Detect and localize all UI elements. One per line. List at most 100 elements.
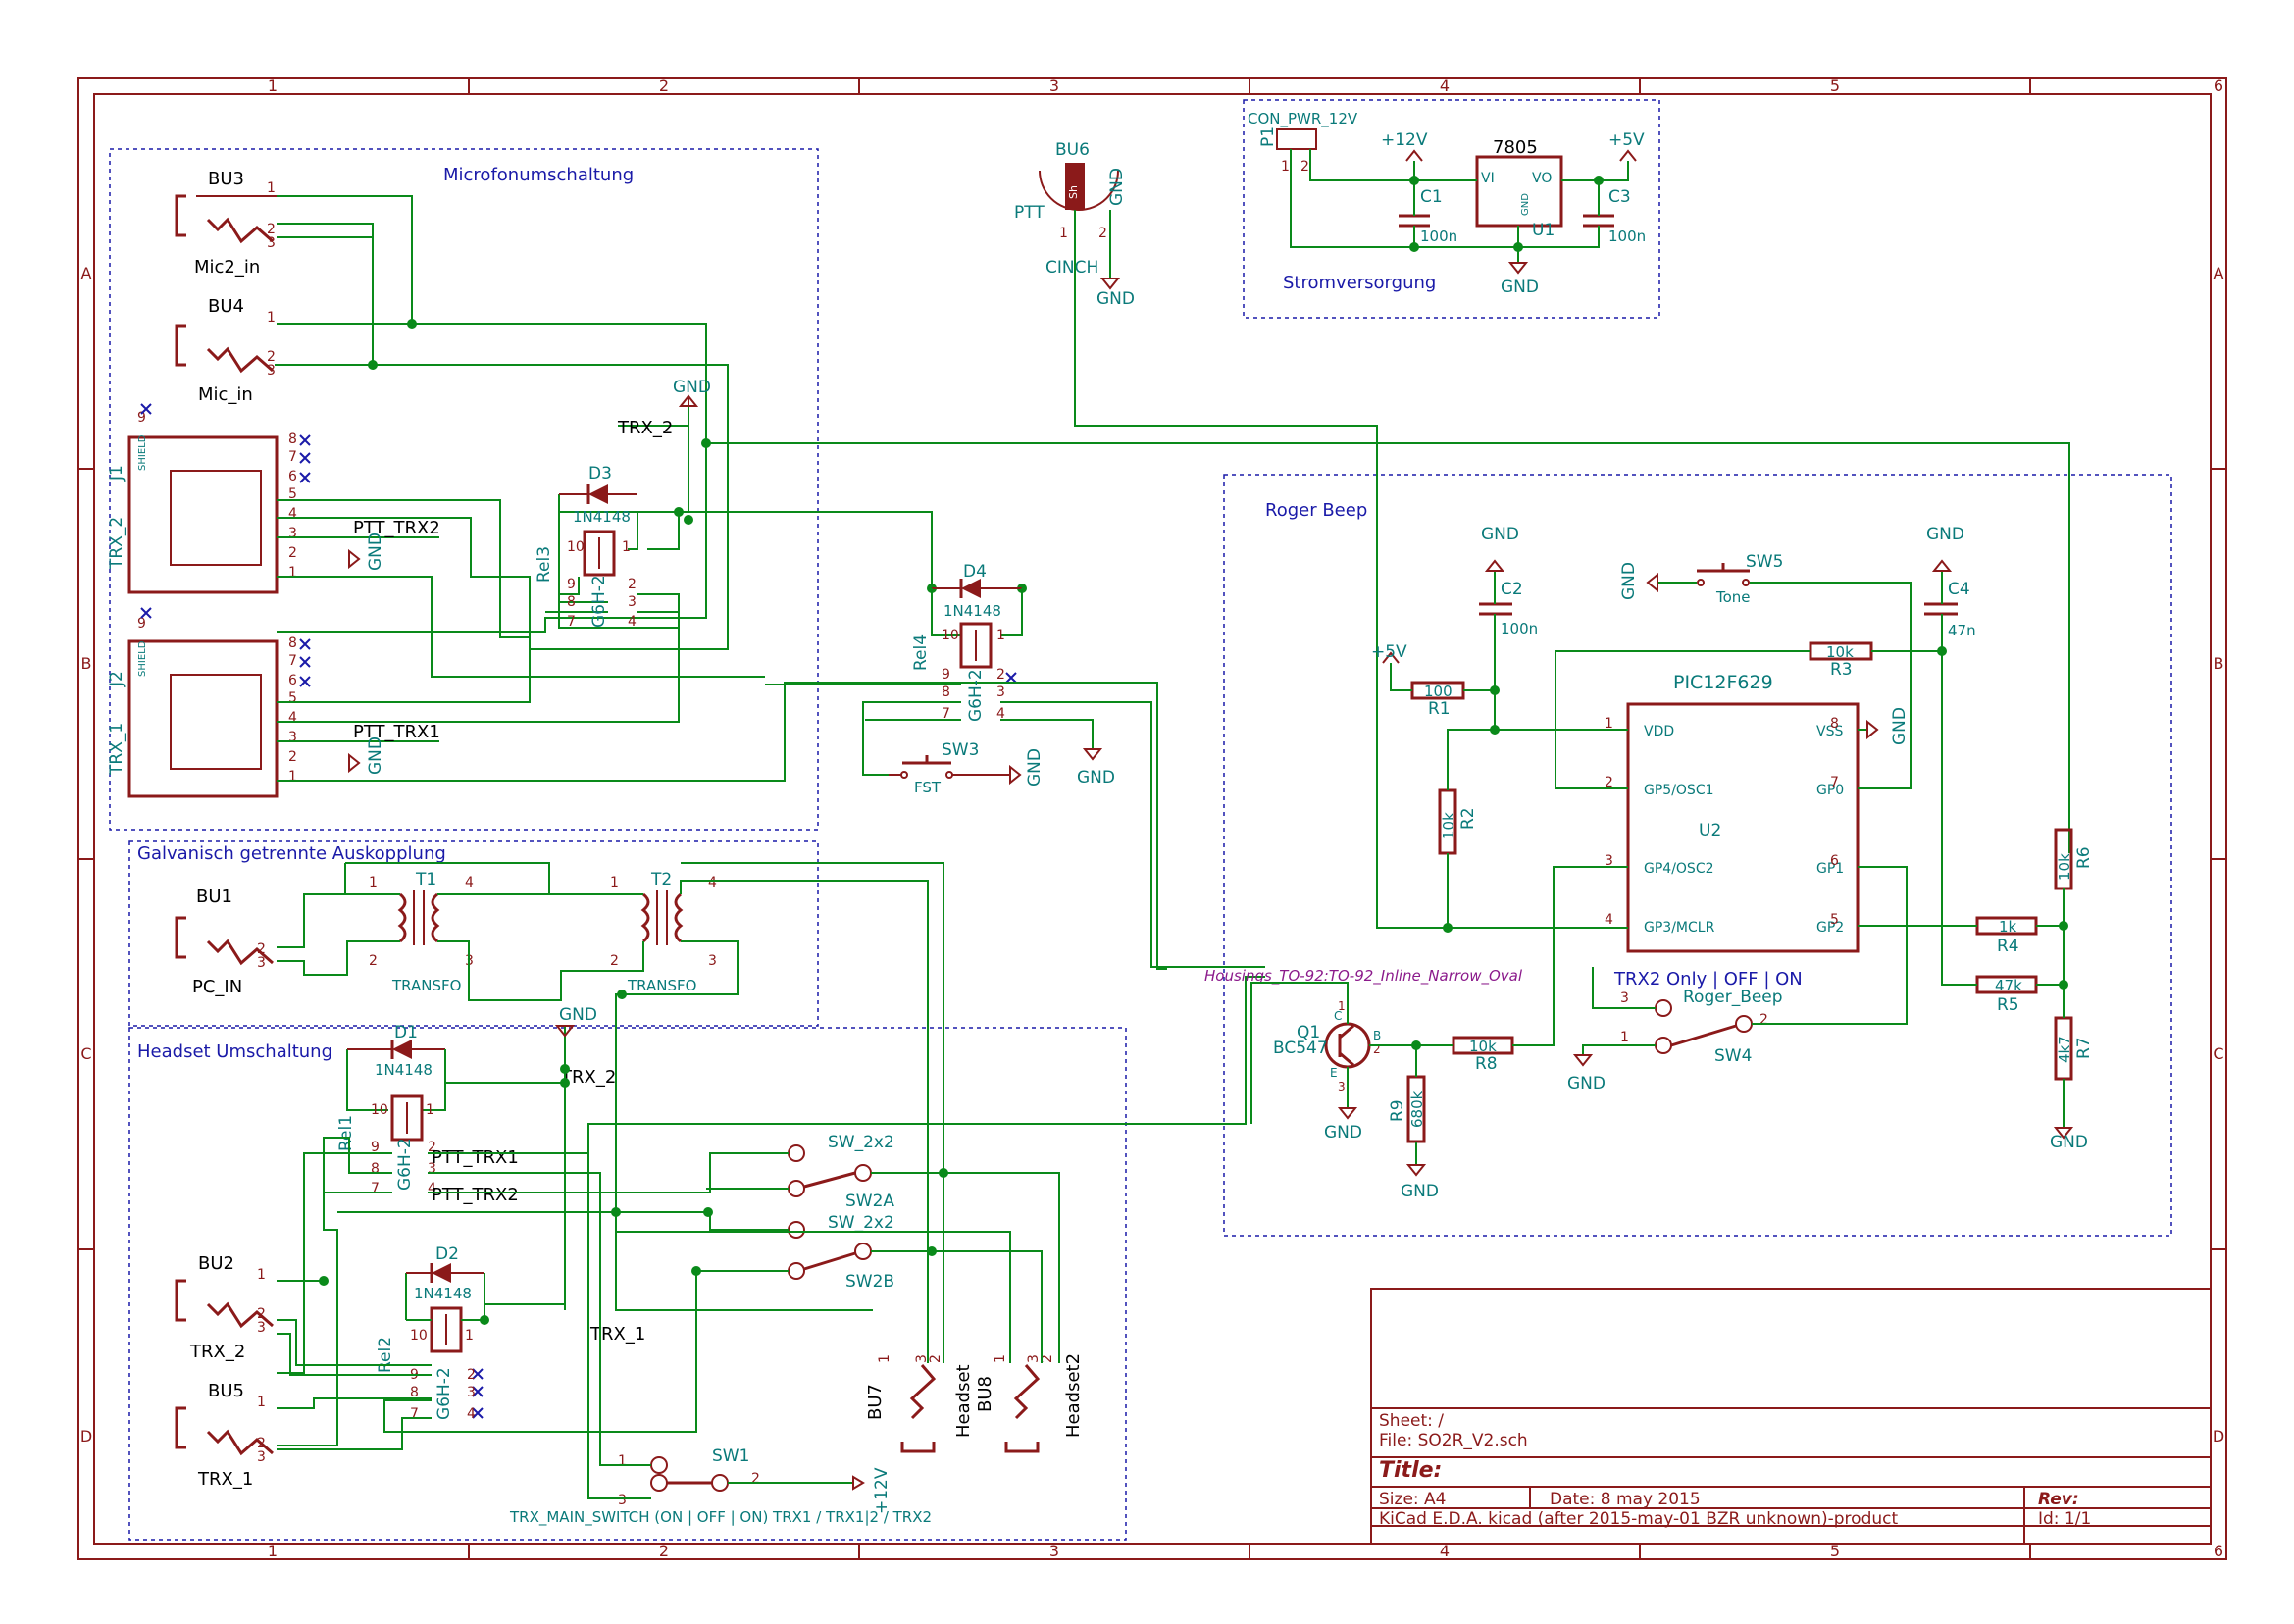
u1-value: 7805 bbox=[1493, 137, 1538, 158]
sw3-ref: SW3 bbox=[942, 740, 979, 760]
svg-text:2: 2 bbox=[288, 749, 297, 765]
r4-ref: R4 bbox=[1997, 937, 2019, 956]
svg-text:VO: VO bbox=[1532, 171, 1552, 186]
r3-ref: R3 bbox=[1830, 660, 1853, 680]
svg-text:3: 3 bbox=[1605, 853, 1613, 869]
section-box-roger bbox=[1223, 474, 2172, 1237]
connector-p1: CON_PWR_12V P1 1 2 bbox=[1248, 110, 1358, 175]
switch-sw4: 3 1 2 TRX2 Only | OFF | ON Roger_Beep SW… bbox=[1613, 969, 1803, 1066]
svg-text:10: 10 bbox=[567, 539, 585, 555]
svg-text:1: 1 bbox=[465, 1328, 474, 1344]
bu2-value: TRX_2 bbox=[189, 1342, 245, 1362]
resistor-r3: 10k R3 bbox=[1809, 641, 1873, 680]
svg-text:8: 8 bbox=[371, 1161, 380, 1177]
svg-text:GND: GND bbox=[366, 736, 385, 775]
resistor-r8: 10k R8 bbox=[1452, 1036, 1514, 1074]
svg-text:SHIELD: SHIELD bbox=[137, 434, 148, 471]
svg-text:2: 2 bbox=[257, 1436, 266, 1451]
svg-text:1: 1 bbox=[1605, 716, 1613, 732]
bu2-ref: BU2 bbox=[198, 1253, 234, 1274]
bu1-value: PC_IN bbox=[192, 977, 242, 997]
sw5-value: Tone bbox=[1715, 588, 1751, 606]
c2-value: 100n bbox=[1501, 620, 1538, 637]
svg-text:3: 3 bbox=[257, 1449, 266, 1465]
svg-text:10: 10 bbox=[371, 1102, 388, 1118]
svg-text:4: 4 bbox=[628, 614, 637, 630]
sw3-value: FST bbox=[914, 779, 942, 796]
svg-text:SHIELD: SHIELD bbox=[137, 640, 148, 677]
bu7-ref: BU7 bbox=[865, 1384, 886, 1420]
gnd-symbol-headset: GND bbox=[554, 1005, 597, 1038]
svg-text:2: 2 bbox=[996, 667, 1005, 683]
svg-text:2: 2 bbox=[610, 953, 619, 969]
col-label-3: 3 bbox=[1049, 76, 1059, 95]
net-label-trx1-headset: TRX_1 bbox=[589, 1324, 645, 1345]
section-title-roger: Roger Beep bbox=[1265, 500, 1367, 521]
resistor-r7: 4k7 R7 bbox=[2054, 1016, 2094, 1081]
u2-pin-gp2: GP2 bbox=[1816, 920, 1844, 936]
svg-text:GND: GND bbox=[1096, 289, 1135, 309]
bu4-ref: BU4 bbox=[208, 296, 244, 317]
net-label-trx2-top: TRX_2 bbox=[617, 418, 673, 438]
svg-text:8: 8 bbox=[288, 431, 297, 447]
u2-pin-gp0: GP0 bbox=[1816, 783, 1844, 798]
bu7-value: Headset bbox=[953, 1364, 974, 1438]
sw5-ref: SW5 bbox=[1746, 552, 1783, 572]
svg-text:GND: GND bbox=[673, 378, 711, 397]
bu6-value: CINCH bbox=[1045, 258, 1098, 278]
svg-text:3: 3 bbox=[708, 953, 717, 969]
capacitor-c2: C2 100n bbox=[1479, 580, 1538, 637]
svg-text:7: 7 bbox=[288, 449, 297, 465]
roger-wires bbox=[1250, 571, 2065, 1165]
c2-ref: C2 bbox=[1501, 580, 1523, 599]
bu4-value: Mic_in bbox=[198, 384, 253, 405]
svg-text:1: 1 bbox=[257, 1267, 266, 1283]
u2-value: PIC12F629 bbox=[1673, 672, 1773, 693]
t1-value: TRANSFO bbox=[391, 977, 461, 994]
rel4-ref: Rel4 bbox=[911, 634, 931, 671]
net-label-ptt-trx1: PTT_TRX1 bbox=[353, 722, 440, 742]
drawing-frame: 1 2 3 4 5 6 1 2 3 4 5 6 A B C D A B C D bbox=[77, 76, 2227, 1560]
pushbutton-sw5: SW5 Tone bbox=[1697, 552, 1783, 606]
svg-text:4: 4 bbox=[465, 875, 474, 890]
switch-sw1: 1 3 2 +12V SW1 TRX_MAIN_SWITCH (ON | OFF… bbox=[509, 1153, 932, 1527]
svg-text:10: 10 bbox=[410, 1328, 428, 1344]
resistor-r4: 1k R4 bbox=[1975, 916, 2038, 956]
svg-text:3: 3 bbox=[914, 1354, 930, 1363]
col-label-4-bottom: 4 bbox=[1440, 1542, 1450, 1560]
bu8-ref: BU8 bbox=[975, 1376, 995, 1412]
svg-text:7: 7 bbox=[567, 614, 576, 630]
regulator-u1: VI VO GND 7805 U1 bbox=[1475, 137, 1563, 240]
svg-text:GND: GND bbox=[2050, 1133, 2088, 1152]
roger-power-symbols: +5V GND GND GND GND GND GND GND GND bbox=[1324, 525, 2088, 1201]
rel3-value: G6H-2 bbox=[589, 575, 609, 628]
tb-title: Title: bbox=[1379, 1458, 1442, 1483]
svg-text:7: 7 bbox=[371, 1181, 380, 1196]
svg-text:9: 9 bbox=[137, 616, 146, 632]
title-block: Sheet: / File: SO2R_V2.sch Title: Size: … bbox=[1370, 1288, 2212, 1545]
jack-bu7: 1 3 2 BU7 Headset bbox=[865, 1354, 974, 1453]
section-title-headset: Headset Umschaltung bbox=[137, 1041, 332, 1062]
resistor-r6: 10k R6 bbox=[2054, 828, 2094, 890]
t2-value: TRANSFO bbox=[627, 977, 696, 994]
svg-text:C: C bbox=[1334, 1009, 1342, 1023]
sw4-title: TRX2 Only | OFF | ON bbox=[1613, 969, 1803, 990]
power-symbols: +12V +5V GND bbox=[1381, 130, 1645, 297]
svg-text:GND: GND bbox=[1481, 525, 1519, 544]
svg-text:1: 1 bbox=[622, 539, 631, 555]
r9-ref: R9 bbox=[1388, 1099, 1407, 1122]
gnd-symbol-rel4: GND bbox=[1077, 748, 1115, 787]
q1-value: BC547 bbox=[1273, 1039, 1328, 1058]
switch-sw2b: SW_2x2 SW2B bbox=[788, 1213, 894, 1292]
svg-text:2: 2 bbox=[1098, 226, 1107, 241]
bu5-ref: BU5 bbox=[208, 1381, 244, 1401]
row-label-c-right: C bbox=[2213, 1044, 2223, 1063]
svg-text:5: 5 bbox=[288, 486, 297, 502]
svg-text:3: 3 bbox=[1026, 1354, 1042, 1363]
svg-text:4: 4 bbox=[467, 1406, 476, 1422]
svg-text:1: 1 bbox=[618, 1453, 627, 1469]
mic-wires bbox=[275, 195, 2070, 970]
j2-ref: J2 bbox=[107, 671, 127, 687]
svg-text:2: 2 bbox=[428, 1140, 436, 1155]
relay-rel4: 10 1 9 2 8 3 7 4 Rel4 G6H-2 bbox=[765, 622, 1265, 968]
